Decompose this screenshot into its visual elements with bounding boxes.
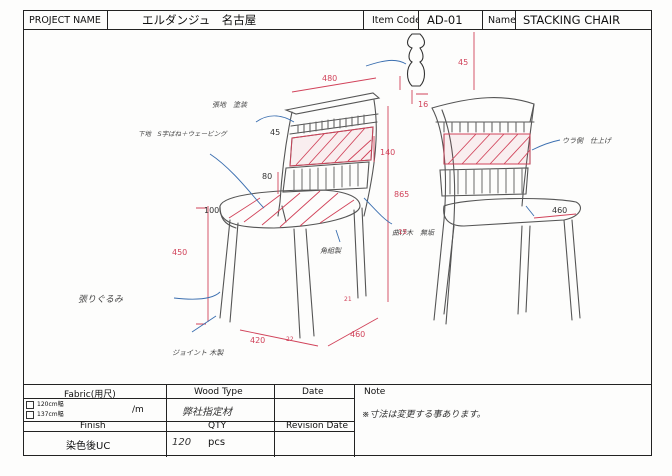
spec-table: Fabric(用尺) Wood Type Date Note 120cm幅 13…: [23, 384, 652, 457]
fabric-137-checkbox[interactable]: [26, 410, 34, 419]
fabric-label: Fabric(用尺): [64, 390, 116, 400]
bent-wood-note: 曲げ木 無垢: [392, 229, 434, 237]
date-label: Date: [302, 387, 324, 397]
fabric-unit: /m: [132, 405, 144, 415]
note-value: ※寸法は変更する事あります。: [362, 410, 486, 420]
project-name-value: エルダンジュ 名古屋: [108, 11, 364, 29]
fabric-option-120[interactable]: 120cm幅: [26, 399, 64, 409]
dim-base-21: 21: [344, 296, 352, 303]
qty-unit: pcs: [208, 437, 226, 448]
name-label: Name: [483, 11, 516, 29]
dim-width-top: 480: [322, 74, 338, 83]
chair-sketch-area: 張地 塗装 下地 S字ばね＋ウェービング 張りぐるみ ジョイント 木製 ウラ側 …: [23, 30, 652, 384]
finish-label: Finish: [80, 421, 106, 431]
back-top-note: 張地 塗装: [212, 101, 247, 109]
project-name-label: PROJECT NAME: [24, 11, 108, 29]
item-code-value: AD-01: [419, 11, 483, 29]
fabric-wrap-note: 張りぐるみ: [78, 295, 123, 305]
revision-date-label: Revision Date: [286, 421, 348, 431]
joinery-note: 角組製: [320, 247, 341, 255]
fabric-option-137[interactable]: 137cm幅: [26, 409, 64, 419]
title-block: PROJECT NAME エルダンジュ 名古屋 Item Code AD-01 …: [23, 10, 652, 30]
finish-value: 染色後UC: [66, 441, 111, 452]
dim-height-865: 865: [394, 190, 410, 199]
wood-type-label: Wood Type: [194, 387, 243, 397]
dim-rear-seat-460: 460: [552, 206, 568, 215]
qty-label: QTY: [208, 421, 227, 431]
dim-base-460: 460: [350, 330, 366, 339]
dim-back-45: 45: [270, 128, 281, 137]
back-finish-note: ウラ側 仕上げ: [562, 137, 611, 145]
name-value: STACKING CHAIR: [523, 13, 621, 27]
dim-finial-16: 16: [418, 100, 429, 109]
dim-seat-450: 450: [172, 248, 188, 257]
leg-joint-note: ジョイント 木製: [172, 349, 224, 357]
dim-thickness-15: 15: [398, 228, 407, 236]
dim-back-140: 140: [380, 148, 396, 157]
chair-sketch: [173, 32, 582, 347]
seat-cushion-note: 下地 S字ばね＋ウェービング: [138, 130, 227, 138]
qty-value: 120: [172, 437, 192, 448]
dim-base-22: 22: [286, 336, 294, 343]
dim-seat-100: 100: [204, 206, 220, 215]
note-label: Note: [364, 387, 386, 397]
dim-base-420: 420: [250, 336, 266, 345]
fabric-120-checkbox[interactable]: [26, 400, 34, 409]
dim-finial-45: 45: [458, 58, 469, 67]
wood-type-value: 弊社指定材: [182, 407, 232, 418]
item-code-label: Item Code: [364, 11, 419, 29]
dim-back-80: 80: [262, 172, 273, 181]
